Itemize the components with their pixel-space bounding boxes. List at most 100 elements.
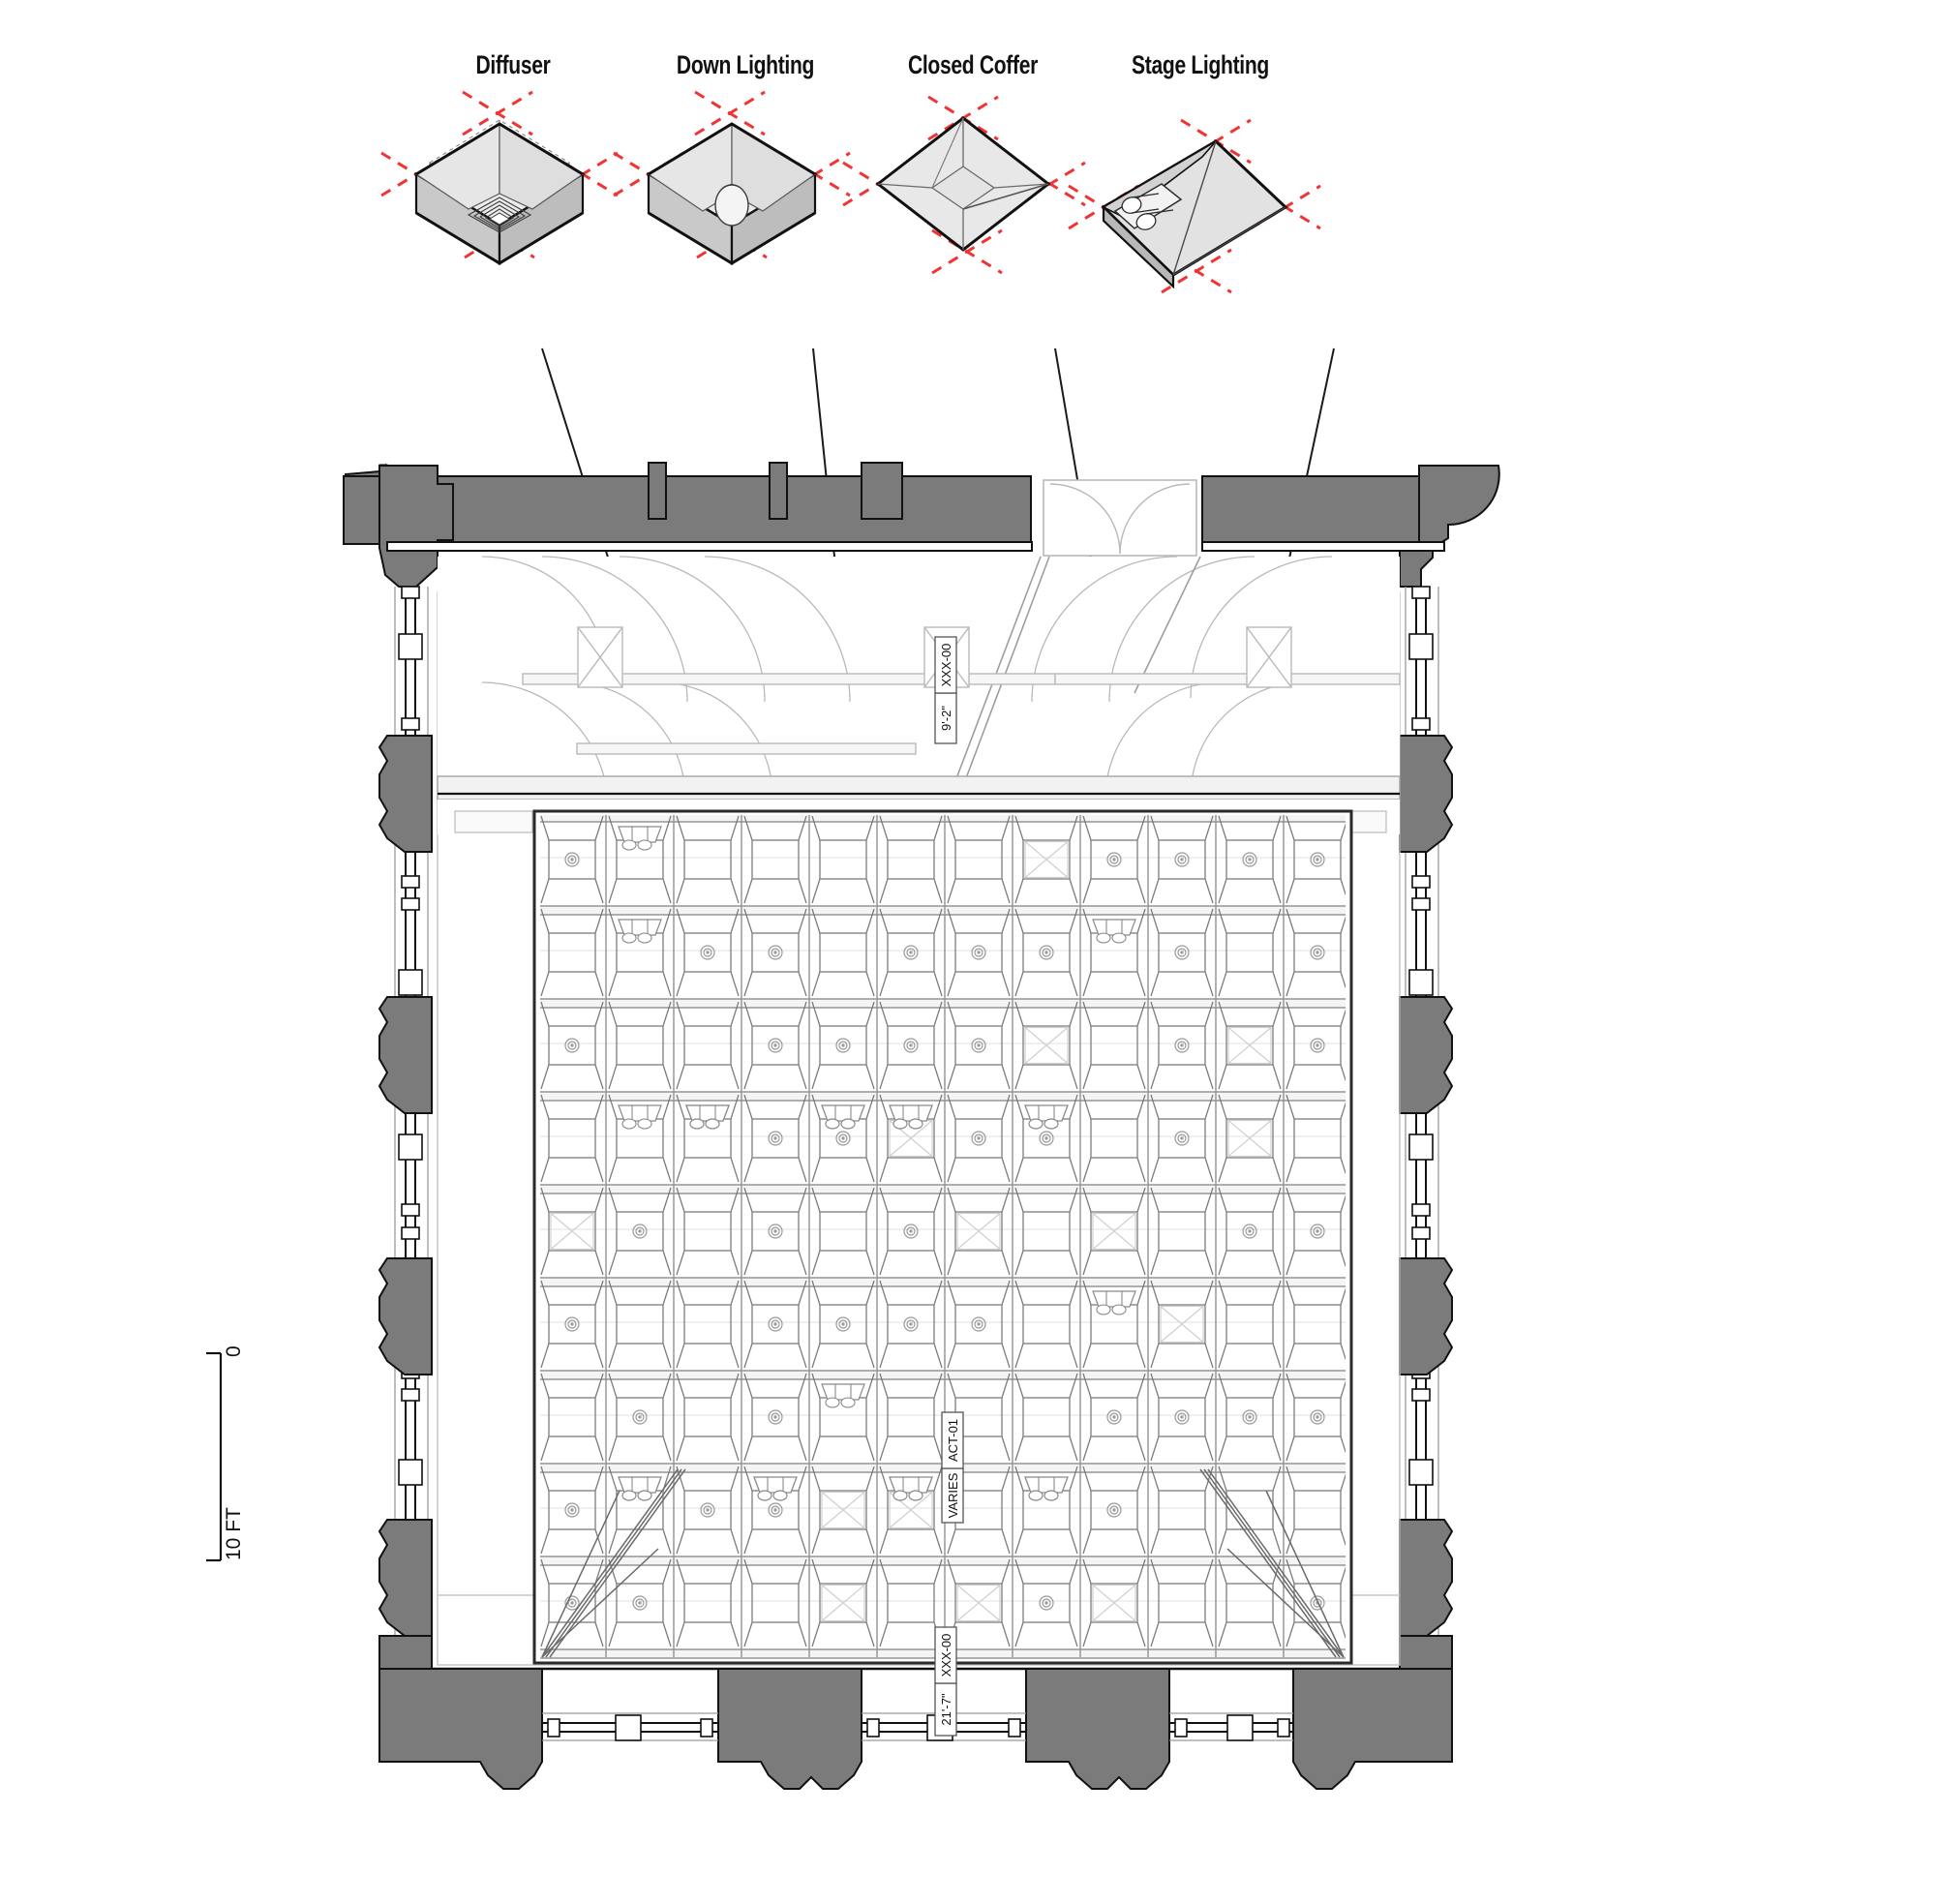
stage-light-fixture <box>618 826 662 851</box>
coffer-diffuser-axon-icon <box>368 90 658 301</box>
coffer-cell-closed <box>676 1373 740 1462</box>
coffer-cell-stage-light <box>608 908 672 997</box>
legend-item-closed-coffer[interactable]: Closed Coffer <box>828 50 1118 275</box>
coffer-cell-diffuser <box>1014 1001 1078 1090</box>
coffer-cell-closed <box>540 1094 604 1183</box>
coffer-cell-closed <box>540 908 604 997</box>
coffer-cell-diffuser <box>1082 1187 1146 1276</box>
coffer-cell-diffuser <box>1218 1001 1282 1090</box>
coffer-cell-downlight <box>1286 1373 1346 1462</box>
coffer-cell-stage-light <box>618 1476 662 1501</box>
stage-light-fixture <box>618 1104 662 1130</box>
coffer-cell-downlight <box>1082 1466 1146 1555</box>
coffer-cell-diffuser <box>811 1558 875 1647</box>
coffer-cell-downlight <box>1218 1187 1282 1276</box>
coffer-cell-closed <box>1150 1187 1214 1276</box>
stage-house <box>437 556 1401 809</box>
coffer-cell-diffuser <box>947 1187 1011 1276</box>
coffer-ribs-vertical <box>605 815 1285 1657</box>
coffer-cell-downlight <box>1286 1001 1346 1090</box>
coffer-cell-closed <box>1014 1280 1078 1369</box>
coffer-cell-downlight <box>540 1558 604 1647</box>
coffer-cell-stage-light <box>889 1104 933 1130</box>
coffer-cell-closed <box>1218 908 1282 997</box>
tag-stage-code: XXX-00 <box>939 644 953 687</box>
legend-label-down-lighting: Down Lighting <box>676 50 815 79</box>
legend-label-closed-coffer: Closed Coffer <box>907 50 1039 79</box>
coffer-cell-downlight <box>1218 1373 1282 1462</box>
coffer-cell-downlight <box>1286 908 1346 997</box>
coffer-cell-closed <box>676 1280 740 1369</box>
coffer-cell-stage-light <box>753 1476 798 1501</box>
legend-item-diffuser[interactable]: Diffuser <box>368 50 658 265</box>
tag-house-height: VARIES <box>946 1472 960 1518</box>
coffer-cell-downlight <box>1082 1373 1146 1462</box>
coffer-cell-downlight <box>743 908 807 997</box>
coffer-cell-downlight <box>540 1466 604 1555</box>
coffer-cell-closed <box>811 815 875 904</box>
coffer-cell-downlight <box>743 1373 807 1462</box>
legend-item-down-lighting[interactable]: Down Lighting <box>600 50 891 265</box>
coffer-cell-downlight <box>879 1187 943 1276</box>
coffer-cell-diffuser <box>1082 1558 1146 1647</box>
coffer-cell-downlight <box>743 1001 807 1090</box>
coffer-cell-downlight <box>1286 1187 1346 1276</box>
coffer-cell-downlight <box>608 1558 672 1647</box>
coffer-cell-downlight <box>540 1280 604 1369</box>
coffer-cell-stage-light <box>811 1373 875 1462</box>
coffer-cell-diffuser <box>1218 1094 1282 1183</box>
coffer-cell-closed <box>676 1187 740 1276</box>
coffered-ceiling-field <box>438 800 1400 1665</box>
coffer-cell-downlight <box>1286 815 1346 904</box>
scale-start-label: 0 <box>223 1345 245 1357</box>
coffer-cell-closed <box>879 1373 943 1462</box>
coffer-cell-downlight <box>947 1094 1011 1183</box>
coffer-downlight-axon-icon <box>600 90 891 301</box>
coffer-type-legend: Diffuser <box>0 0 1936 348</box>
coffer-cell-stage-light <box>889 1476 933 1501</box>
coffer-cell-closed <box>1286 1280 1346 1369</box>
coffer-cell-closed <box>676 1558 740 1647</box>
coffer-cell-downlight <box>743 1094 807 1183</box>
coffer-cell-downlight <box>1218 815 1282 904</box>
coffer-cell-stage-light <box>1082 908 1146 997</box>
tag-lobby-code: XXX-00 <box>939 1634 953 1677</box>
coffer-cell-diffuser <box>1150 1280 1214 1369</box>
coffer-cell-downlight <box>743 1280 807 1369</box>
coffer-cell-closed <box>947 815 1011 904</box>
coffer-cell-downlight <box>676 1466 740 1555</box>
coffer-cell-closed <box>811 908 875 997</box>
coffer-cell-closed <box>1218 1280 1282 1369</box>
coffer-cell-downlight <box>608 1187 672 1276</box>
ceiling-height-tags: 9'-2" XXX-00 VARIES ACT-01 <box>934 636 964 1737</box>
coffer-cell-closed <box>1082 1094 1146 1183</box>
coffer-cell-stage-light <box>608 815 672 904</box>
scale-end-label: 10 FT <box>223 1507 245 1560</box>
legend-label-stage-lighting: Stage Lighting <box>1132 50 1269 79</box>
coffer-cell-closed <box>743 1558 807 1647</box>
coffer-cell-downlight <box>879 1001 943 1090</box>
tag-house-code: ACT-01 <box>946 1419 960 1462</box>
coffer-cell-downlight <box>1150 908 1214 997</box>
coffer-cell-closed <box>1218 1466 1282 1555</box>
coffer-cell-downlight <box>1150 1001 1214 1090</box>
coffer-cell-closed <box>608 1001 672 1090</box>
coffer-cell-downlight <box>947 1280 1011 1369</box>
coffer-cell-stage-light <box>1024 1476 1069 1501</box>
coffer-cell-stage-light <box>608 1094 672 1183</box>
coffer-cell-closed <box>1218 1558 1282 1647</box>
tag-stage-height: 9'-2" <box>939 706 953 731</box>
coffer-cell-closed <box>811 1187 875 1276</box>
coffer-cell-downlight <box>1014 908 1078 997</box>
corner-fan-diagonals <box>541 1468 1345 1658</box>
stage-light-fixture <box>1092 919 1136 944</box>
stage-light-fixture <box>1092 1290 1136 1315</box>
coffer-cell-downlight <box>743 1187 807 1276</box>
coffer-cell-stage-light <box>685 1104 730 1130</box>
coffer-cell-downlight <box>811 1001 875 1090</box>
tag-lobby-height: 21'-7" <box>939 1693 953 1726</box>
coffer-cell-closed <box>540 1373 604 1462</box>
legend-item-stage-lighting[interactable]: Stage Lighting <box>1055 50 1346 294</box>
